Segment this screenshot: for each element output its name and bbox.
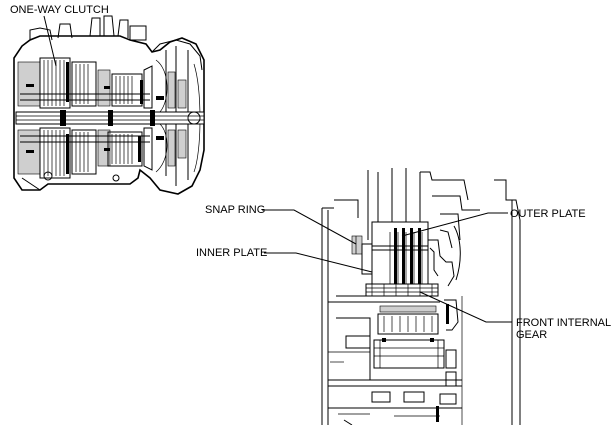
upper-clutch-packs xyxy=(17,57,153,109)
label-outer-plate: OUTER PLATE xyxy=(510,208,586,220)
inner-plates xyxy=(389,232,423,288)
leader-inner-plate xyxy=(264,252,373,273)
label-front-internal-gear-line1: FRONT INTERNAL xyxy=(516,317,611,329)
label-snap-ring: SNAP RING xyxy=(205,204,265,216)
label-inner-plate: INNER PLATE xyxy=(196,247,267,259)
leader-front-internal-gear xyxy=(419,291,512,323)
leader-outer-plate xyxy=(401,212,508,237)
label-front-internal-gear-line2: GEAR xyxy=(516,329,547,341)
lower-clutch-packs xyxy=(17,127,153,191)
torque-converter xyxy=(156,71,201,167)
leader-one-way-clutch xyxy=(43,15,57,67)
snap-ring-part xyxy=(351,235,363,255)
outer-plates xyxy=(394,228,421,284)
front-internal-gear-part xyxy=(365,283,439,297)
detail-cross-section xyxy=(321,168,521,425)
transmission-cross-section xyxy=(13,15,205,195)
label-one-way-clutch: ONE-WAY CLUTCH xyxy=(10,4,109,16)
leader-snap-ring xyxy=(262,209,357,245)
